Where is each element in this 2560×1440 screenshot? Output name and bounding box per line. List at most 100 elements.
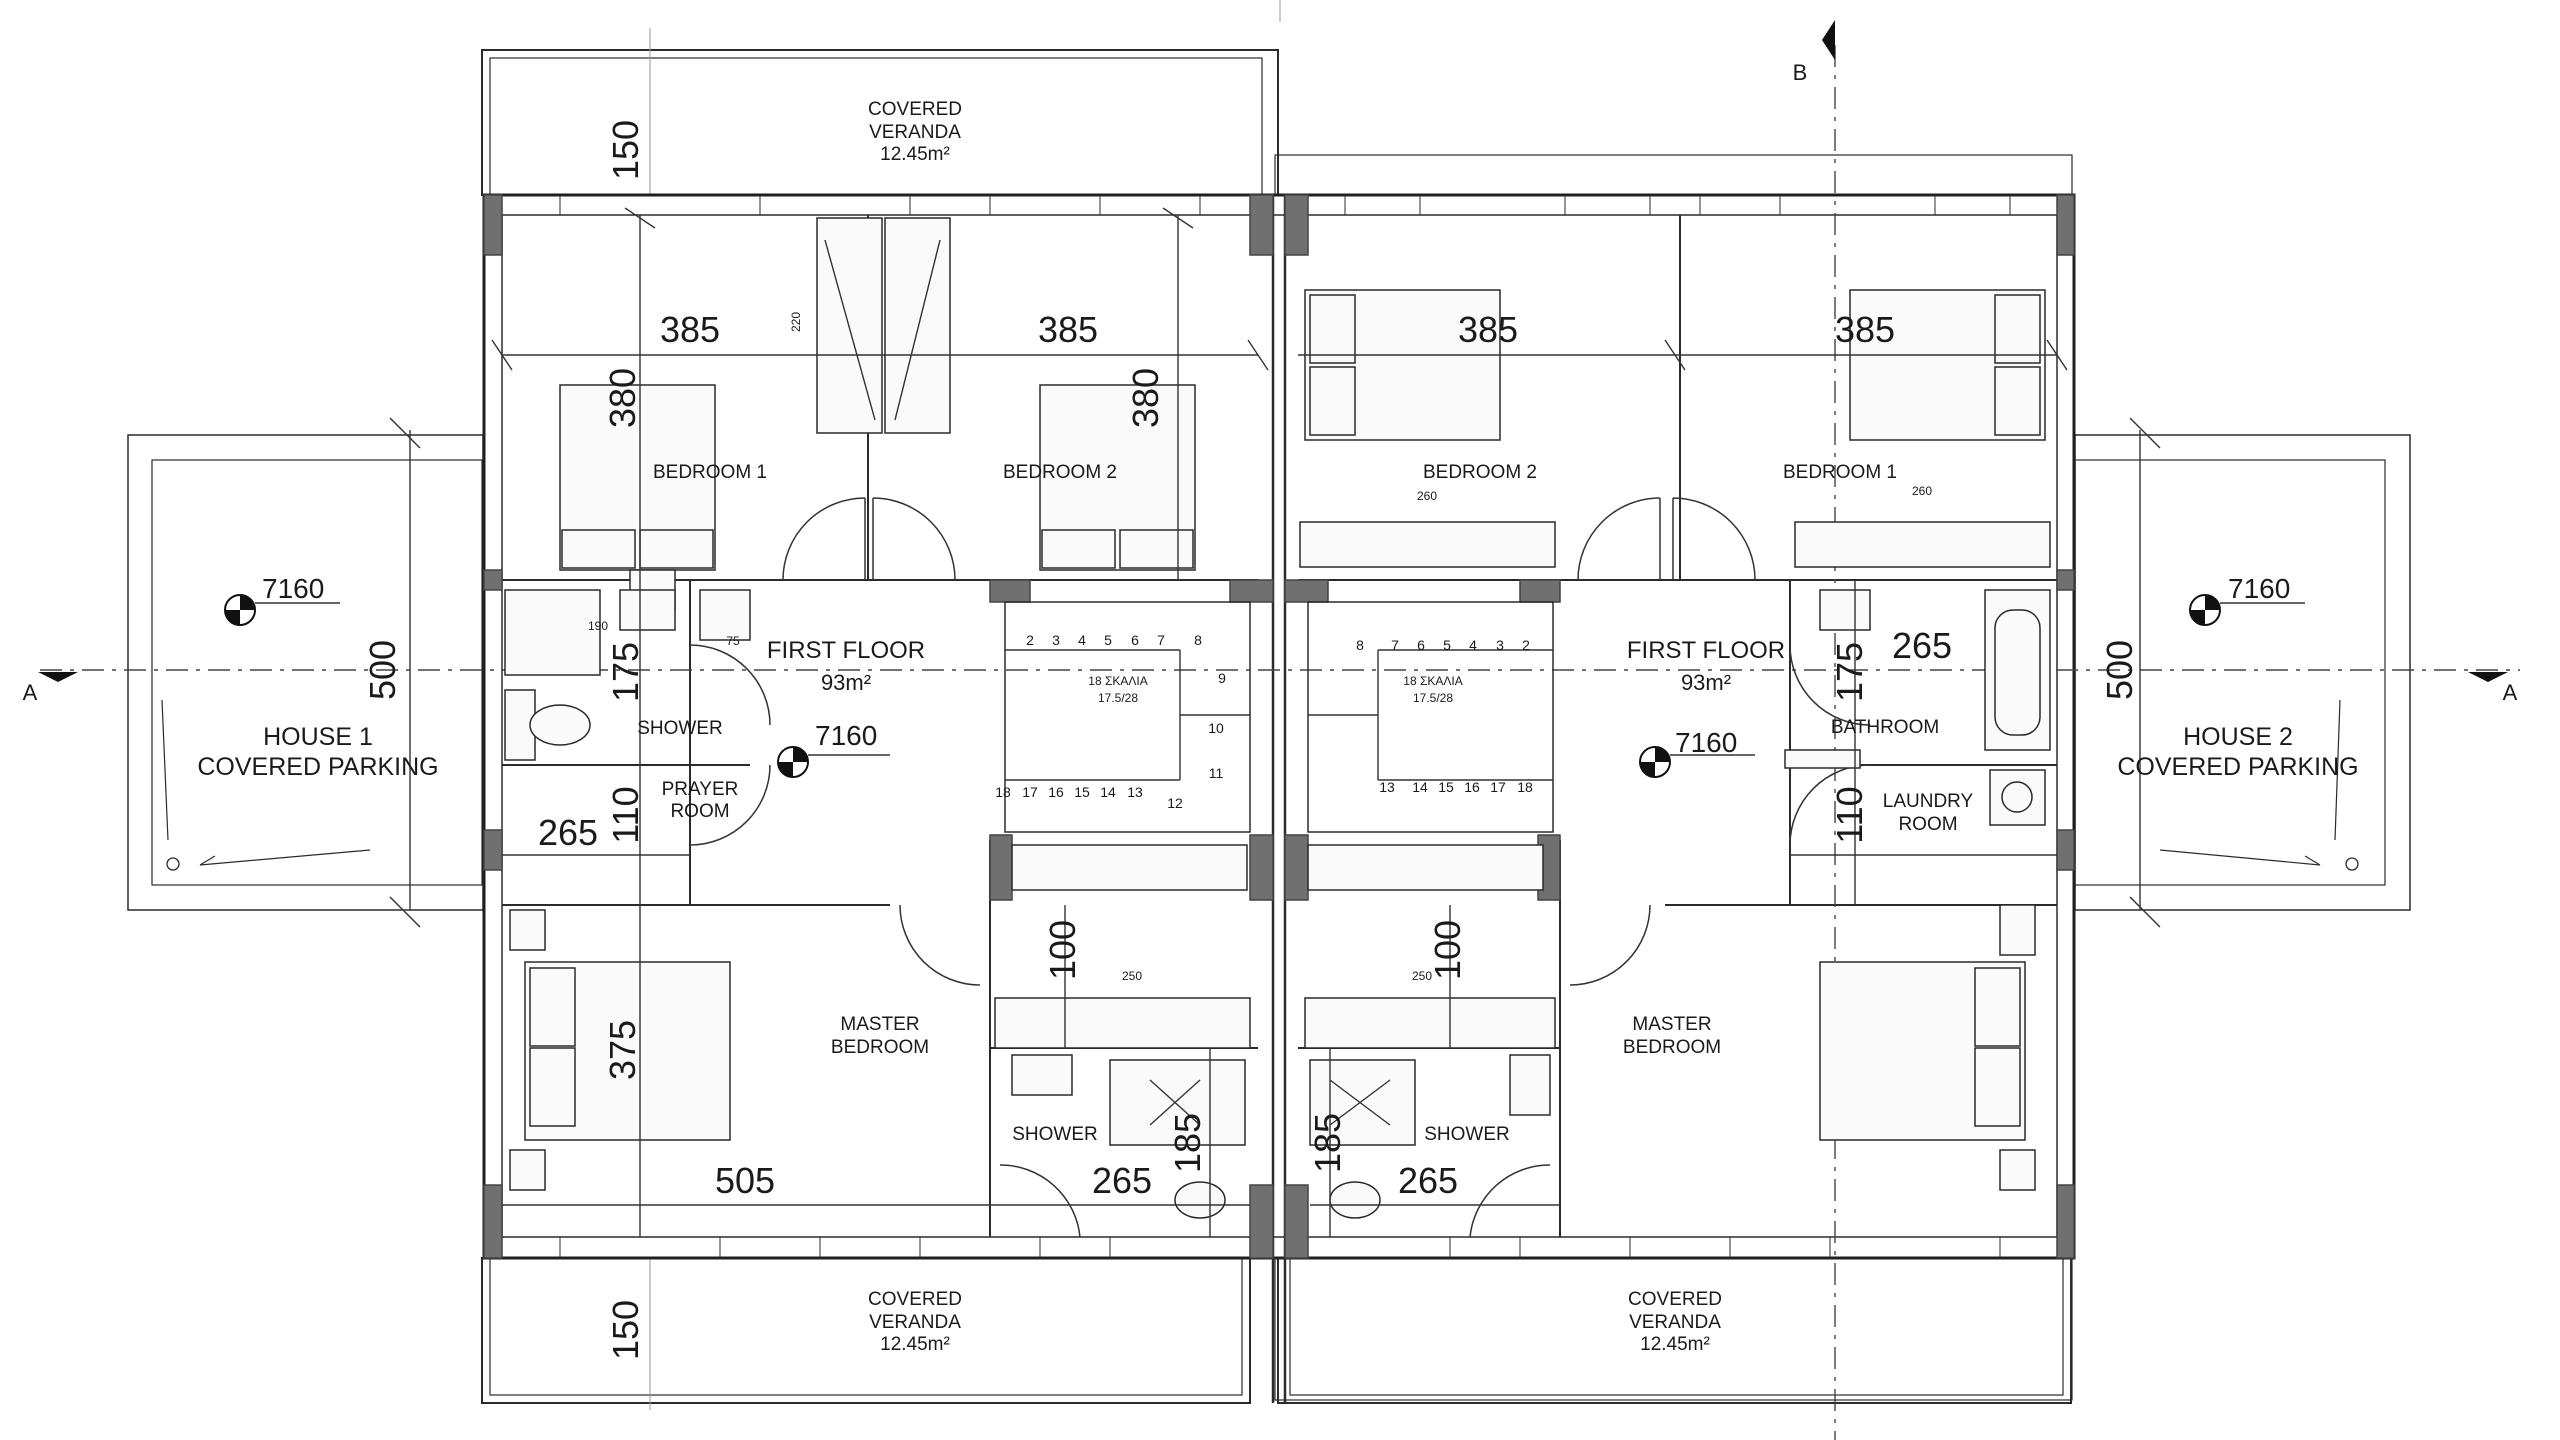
svg-text:16: 16 <box>1464 779 1480 795</box>
svg-text:5: 5 <box>1443 637 1451 653</box>
svg-text:17.5/28: 17.5/28 <box>1098 691 1138 705</box>
dim-500-right: 500 <box>2099 640 2140 700</box>
stair-left <box>1004 601 1251 833</box>
svg-text:12: 12 <box>1167 795 1183 811</box>
dim-265-right: 265 <box>1892 625 1952 666</box>
room-h2-laundry-1: LAUNDRY <box>1883 791 1974 812</box>
dim-265-sh-right: 265 <box>1398 1160 1458 1201</box>
dim-385-d: 385 <box>1835 309 1895 350</box>
dim-385-c: 385 <box>1458 309 1518 350</box>
svg-text:13: 13 <box>1379 779 1395 795</box>
room-h1-prayer-2: ROOM <box>670 801 729 822</box>
room-h2-bathroom: BATHROOM <box>1831 717 1939 738</box>
svg-text:15: 15 <box>1438 779 1454 795</box>
dim-185-left: 185 <box>1167 1113 1208 1173</box>
dim-385-a: 385 <box>660 309 720 350</box>
level-marker-floor-left <box>777 746 890 778</box>
svg-text:2: 2 <box>1522 637 1530 653</box>
room-h2-bedroom1: BEDROOM 1 <box>1783 462 1897 483</box>
dim-75: 75 <box>726 634 740 648</box>
h1-wardrobes <box>816 217 951 434</box>
h2-master-shower-fixtures <box>1309 1054 1551 1219</box>
svg-text:4: 4 <box>1078 632 1086 648</box>
veranda-bl-line2: VERANDA <box>869 1312 961 1333</box>
dim-190: 190 <box>588 619 608 633</box>
dim-505: 505 <box>715 1160 775 1201</box>
section-arrow-a-left <box>38 672 78 682</box>
svg-text:18: 18 <box>995 784 1011 800</box>
dim-175-right: 175 <box>1829 642 1870 702</box>
dim-110-right: 110 <box>1829 786 1870 843</box>
parking-left-line1: HOUSE 1 <box>263 723 373 751</box>
room-h2-master-1: MASTER <box>1632 1014 1711 1035</box>
parking-right-line2: COVERED PARKING <box>2117 753 2358 781</box>
room-h2-laundry-2: ROOM <box>1898 814 1957 835</box>
svg-text:14: 14 <box>1100 784 1116 800</box>
room-h1-shower: SHOWER <box>637 718 723 739</box>
dimension-lines <box>409 207 2141 1237</box>
svg-text:17: 17 <box>1022 784 1038 800</box>
floor-right-level: 7160 <box>1675 727 1737 758</box>
veranda-br-line2: VERANDA <box>1629 1312 1721 1333</box>
dim-260-a: 260 <box>1417 489 1437 503</box>
section-arrow-a-right <box>2468 672 2508 682</box>
room-h1-master-1: MASTER <box>840 1014 919 1035</box>
svg-text:6: 6 <box>1131 632 1139 648</box>
svg-text:7: 7 <box>1157 632 1165 648</box>
svg-text:18 ΣΚΑΛΙΑ: 18 ΣΚΑΛΙΑ <box>1403 674 1462 688</box>
level-marker-floor-right <box>1639 746 1755 778</box>
parking-right-level: 7160 <box>2228 573 2290 604</box>
room-h1-prayer-1: PRAYER <box>662 779 739 800</box>
veranda-br-line1: COVERED <box>1628 1289 1722 1310</box>
veranda-bl-line1: COVERED <box>868 1289 962 1310</box>
dim-265-left: 265 <box>538 812 598 853</box>
veranda-top-area: 12.45m² <box>880 144 950 165</box>
svg-text:15: 15 <box>1074 784 1090 800</box>
veranda-br-area: 12.45m² <box>1640 1334 1710 1355</box>
floor-left-level: 7160 <box>815 720 877 751</box>
room-h1-bedroom2: BEDROOM 2 <box>1003 462 1117 483</box>
room-h1-shower2: SHOWER <box>1012 1124 1098 1145</box>
svg-text:6: 6 <box>1417 637 1425 653</box>
svg-text:7: 7 <box>1391 637 1399 653</box>
dim-100-right: 100 <box>1427 920 1468 980</box>
parking-left <box>127 417 484 928</box>
stair-right <box>1307 601 1554 833</box>
dim-385-b: 385 <box>1038 309 1098 350</box>
section-arrow-b-top <box>1822 20 1835 60</box>
h1-bedroom2-furniture <box>1039 384 1196 571</box>
room-h1-master-2: BEDROOM <box>831 1037 929 1058</box>
h2-bath-fixtures <box>1784 589 2051 826</box>
svg-text:9: 9 <box>1218 670 1226 686</box>
svg-text:3: 3 <box>1496 637 1504 653</box>
svg-text:14: 14 <box>1412 779 1428 795</box>
h1-master-shower-fixtures <box>1011 1054 1246 1219</box>
h1-shower-fixtures <box>504 589 751 761</box>
dim-220: 220 <box>789 312 803 332</box>
floor-right-name: FIRST FLOOR <box>1627 637 1785 664</box>
svg-text:17.5/28: 17.5/28 <box>1413 691 1453 705</box>
dim-250-a: 250 <box>1122 969 1142 983</box>
wardrobes-center <box>994 844 1556 1049</box>
room-h2-shower2: SHOWER <box>1424 1124 1510 1145</box>
floor-left-area: 93m² <box>821 670 871 695</box>
svg-text:10: 10 <box>1208 720 1224 736</box>
parking-right-line1: HOUSE 2 <box>2183 723 2293 751</box>
dim-380-a: 380 <box>602 368 643 428</box>
building-walls <box>482 193 2076 1403</box>
h1-bedroom1-furniture <box>559 384 716 611</box>
dim-100-left: 100 <box>1042 920 1083 980</box>
svg-text:8: 8 <box>1356 637 1364 653</box>
section-label-b: B <box>1793 60 1808 85</box>
dim-260-b: 260 <box>1912 484 1932 498</box>
veranda-top-line1: COVERED <box>868 99 962 120</box>
parking-left-level: 7160 <box>262 573 324 604</box>
parking-left-line2: COVERED PARKING <box>197 753 438 781</box>
h2-bedroom1-furniture <box>1794 289 2051 568</box>
level-marker-parking-right <box>2189 594 2305 626</box>
stair-left-numbers: 2 3 4 5 6 7 8 9 10 11 12 18 17 16 15 14 … <box>995 632 1226 811</box>
svg-text:11: 11 <box>1209 765 1224 781</box>
svg-text:17: 17 <box>1490 779 1506 795</box>
h1-master-furniture <box>509 909 731 1191</box>
svg-text:8: 8 <box>1194 632 1202 648</box>
